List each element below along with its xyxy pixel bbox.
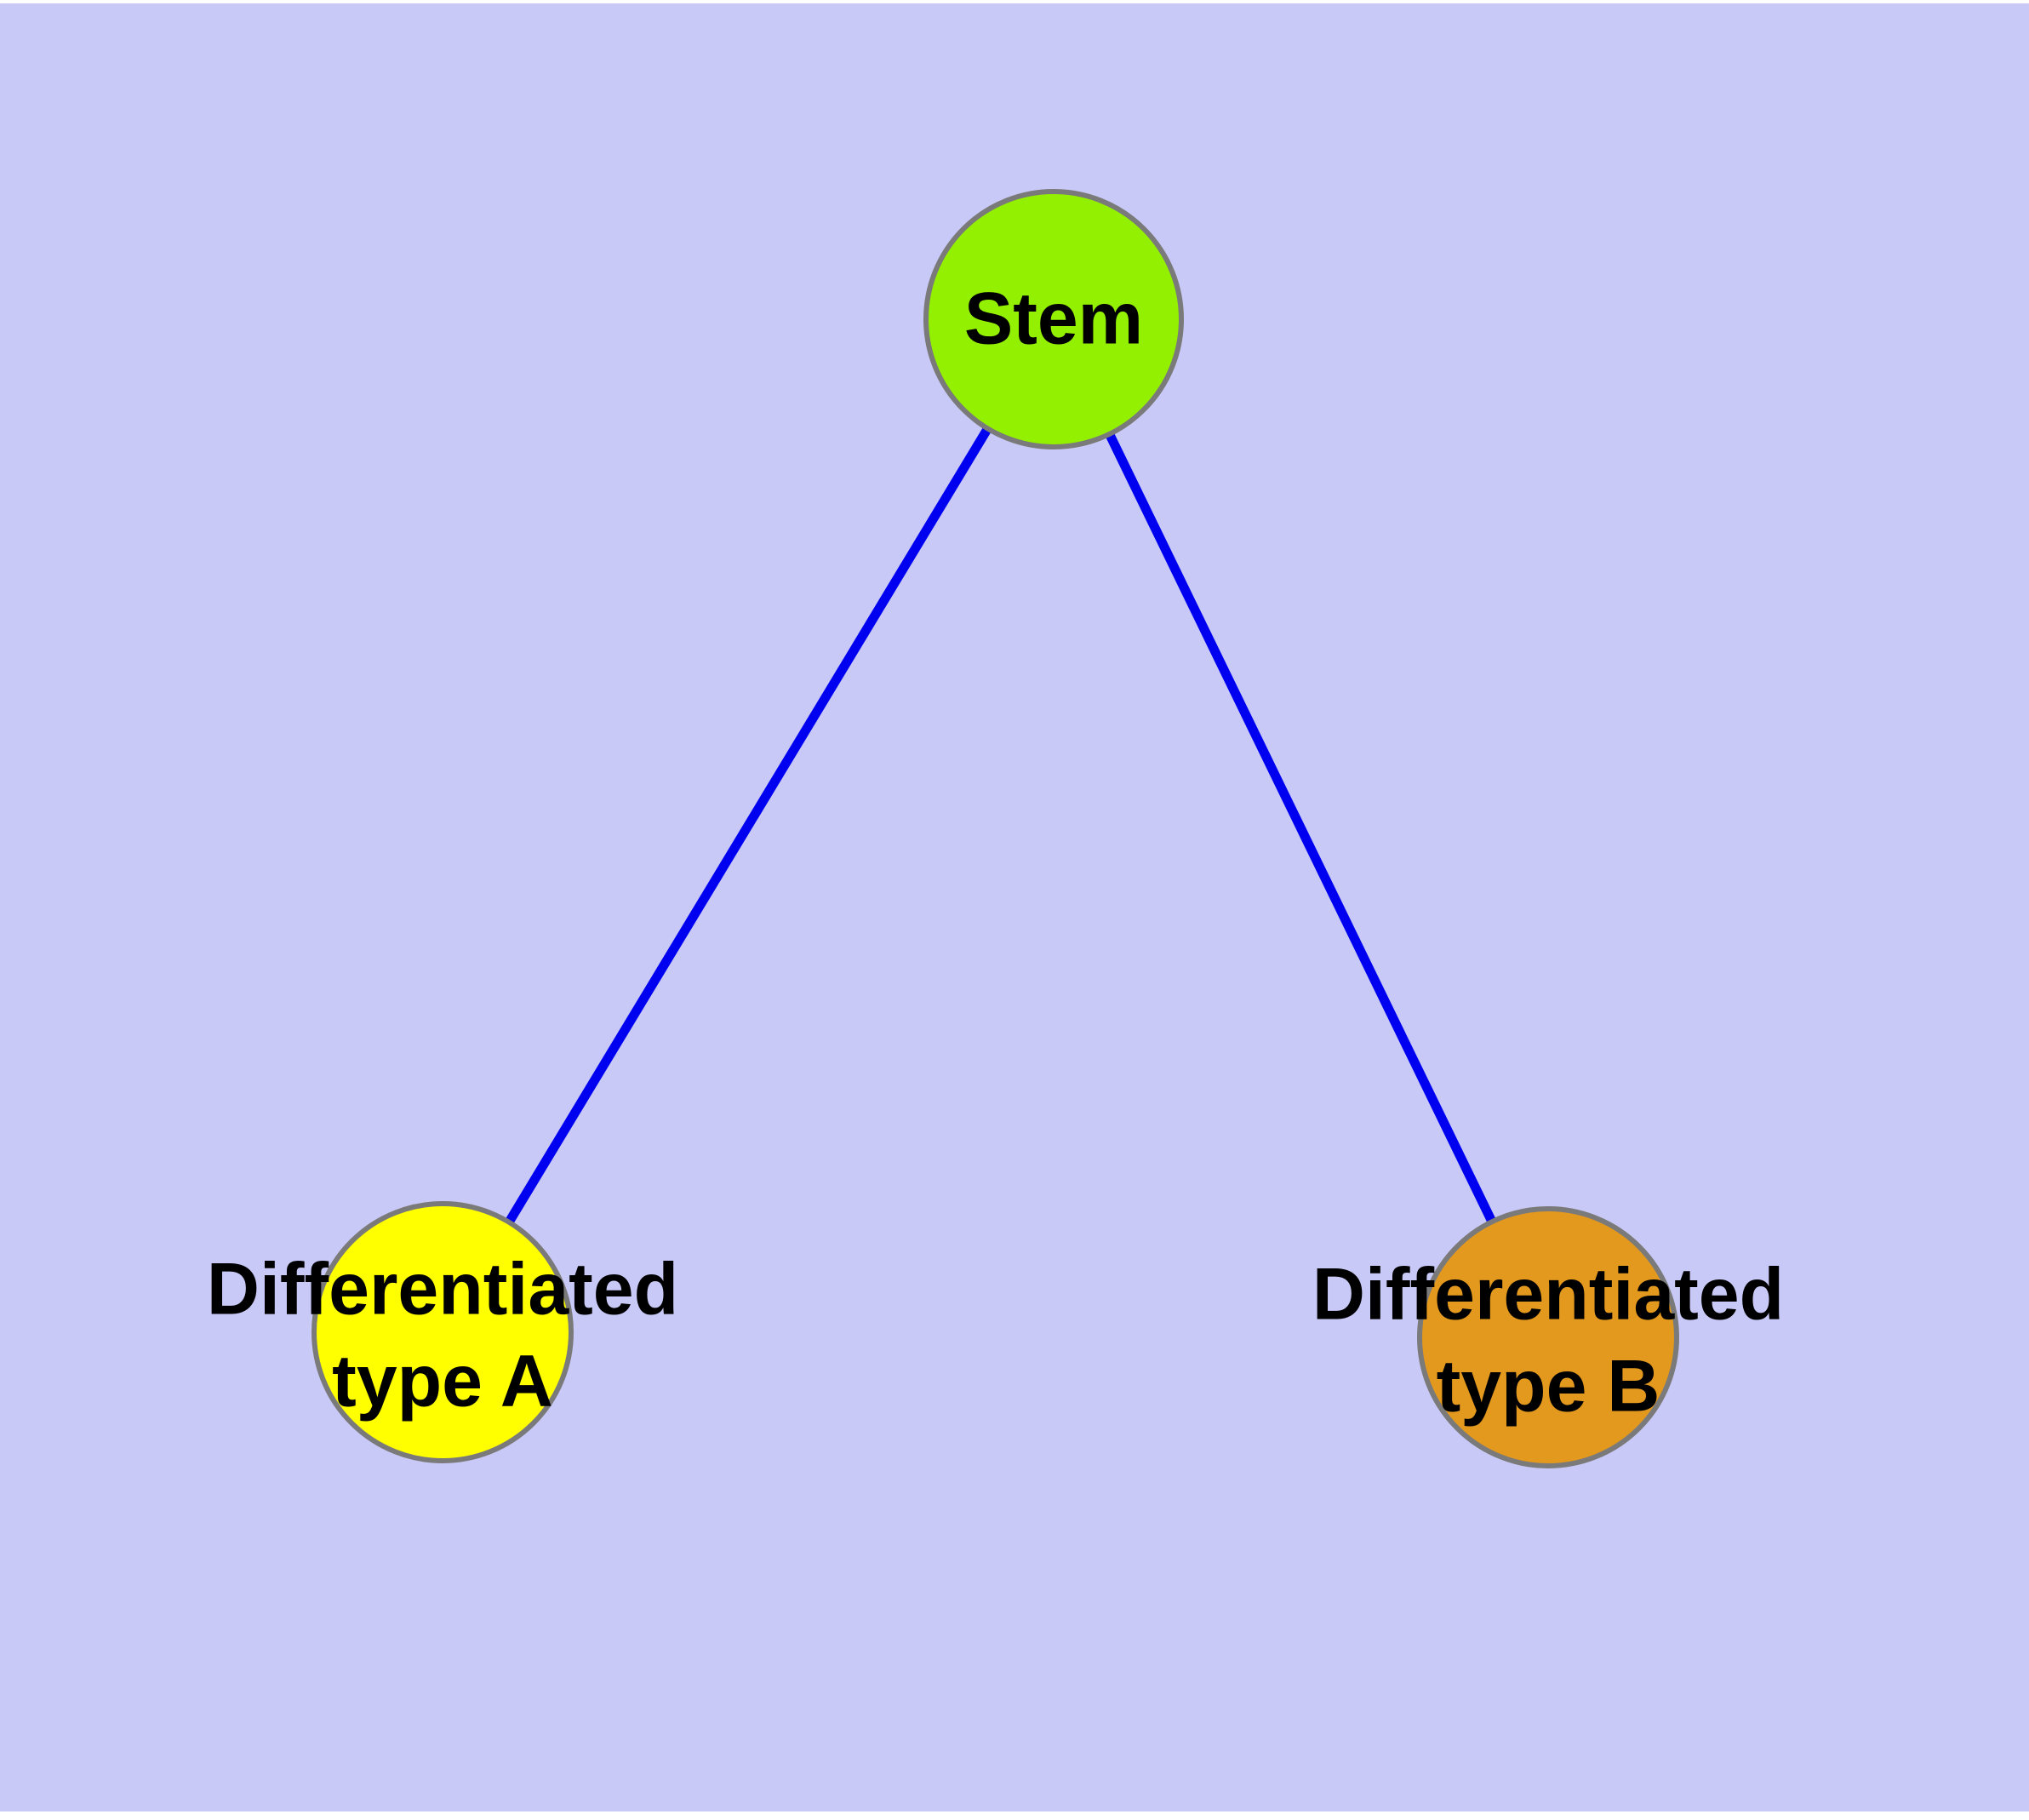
graph-svg — [311, 189, 1679, 1468]
node-stem[interactable] — [923, 189, 1184, 449]
edge-stem-to-type-b — [1049, 314, 1553, 1342]
node-differentiated-type-a[interactable] — [311, 1201, 574, 1463]
node-differentiated-type-b[interactable] — [1417, 1206, 1679, 1468]
diagram-canvas: Stem Differentiated type A Differentiate… — [0, 3, 2029, 1811]
edge-stem-to-type-a — [437, 314, 1059, 1337]
